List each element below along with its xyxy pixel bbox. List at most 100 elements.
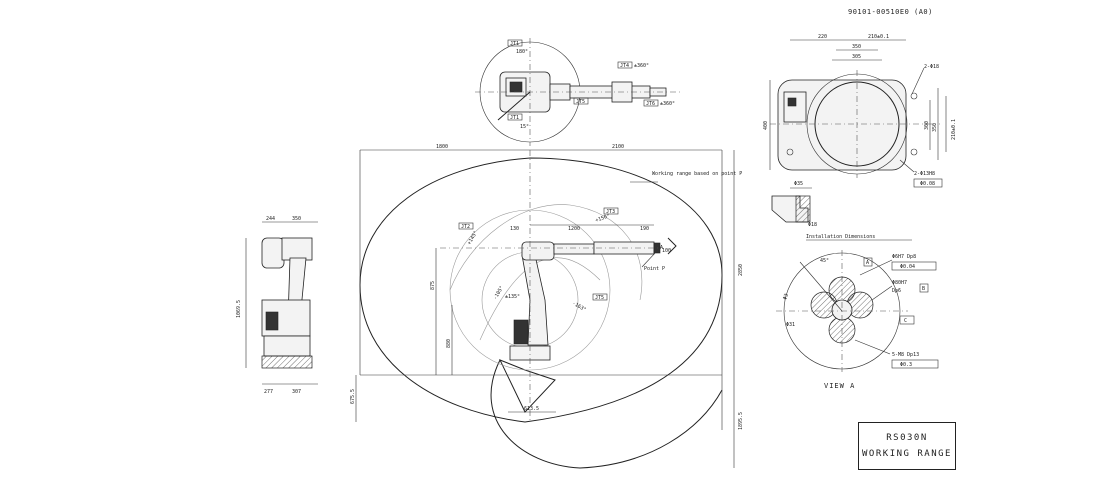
view-a-datum-c: C [904,318,907,324]
install-hole-dia: Φ35 [794,181,803,187]
robot-motor [513,319,529,345]
base-holes-bottom-leader [899,159,915,173]
robot-elbow [521,241,555,261]
wr-dim-base: 613.5 [524,406,539,412]
wr-jt2-angle: +145° [467,230,480,246]
wr-point-leader [641,251,657,268]
wr-note: Working range based on point P [652,171,742,177]
side-dim-bottom-left: 277 [264,389,273,395]
install-hole-depth: Φ18 [808,222,817,228]
jt6-label: JT6 [646,101,655,107]
view-a-c3-tol-box [891,359,939,369]
view-a-angle: 45° [820,258,829,264]
base-holes-bottom: 2-Φ13H8 [914,171,935,177]
side-view-motor [261,237,285,269]
side-view-footing [261,355,313,369]
base-hole-2 [910,148,918,156]
wr-dim-left: 1800 [436,144,448,150]
wr-dim-130: 130 [510,226,519,232]
view-a-c1-tol: Φ0.04 [900,264,915,270]
view-a-pcd: Φ31 [786,322,795,328]
view-a-c2-sub: Dp6 [892,288,901,294]
side-dim-bottom-right: 307 [292,389,301,395]
side-view-motor2 [265,311,279,331]
view-a-angle-line [799,261,843,312]
base-hole-1 [910,92,918,100]
jt1-small-label: JT1 [510,115,519,121]
wr-dim-bottom-left: 675.5 [350,389,356,404]
top-view: JT1 180° JT1 15° JT4 ±360° JT5 JT6 ±360° [475,38,680,146]
range-inner-arc [449,204,643,301]
installation-title: Installation Dimensions [806,234,875,240]
wr-dim-190: 190 [640,226,649,232]
base-connector-plug [787,97,797,107]
view-a-c2: Φ80H7 [892,280,907,286]
base-view: 220 210±0.1 350 305 400 300 350 210±0.1 … [763,34,957,188]
wr-jt5-label: JT5 [595,295,604,301]
wr-a-marker: A [660,245,663,251]
range-lower-sweep [490,359,723,469]
wr-jt2-box [458,222,474,230]
jt5-top-box [573,97,589,105]
view-a-c3: 5-M8 Dp13 [892,352,919,358]
wr-dim-100: 100 [662,248,671,254]
range-outer-envelope [359,157,723,423]
top-view-motor-cap [509,81,523,93]
jt4-label: JT4 [620,63,629,69]
wr-jt3-angle: +150° [595,213,611,224]
jt6-box [643,99,659,107]
wr-dim-1200: 1200 [568,226,580,232]
base-plate [777,79,907,171]
base-dim-350v: 350 [932,123,938,132]
wr-jt2-label: JT2 [461,224,470,230]
wr-jt5-box [592,293,608,301]
jt1-small-box [507,113,523,121]
jt4-angle: ±360° [634,63,649,69]
base-dim-210v: 210±0.1 [951,119,957,140]
wr-dim-right: 2100 [612,144,624,150]
wr-view-a-arrow [667,237,677,255]
base-dim-350: 350 [852,44,861,50]
jt4-box [617,61,633,69]
view-a-c1-tol-box [891,261,937,271]
side-dim-top-left: 244 [266,216,275,222]
side-view-base [263,335,311,357]
base-holes-top-leader [911,67,925,95]
title-block: RS030N WORKING RANGE [858,422,956,470]
view-a-c3-leader [854,339,891,355]
view-a-c2-leader [871,285,893,301]
jt1-label: JT1 [510,41,519,47]
view-a-r: Φ3 [782,293,790,301]
base-dim-305: 305 [852,54,861,60]
wr-dim-height-right: 2850 [738,264,744,276]
jt1-box [507,39,523,47]
range-inner-arc-2 [479,257,601,341]
side-dim-top-right: 350 [292,216,301,222]
view-a-datum-a-box [863,257,873,267]
wr-jt3-box [603,207,619,215]
base-dim-400: 400 [763,121,769,130]
side-dim-height: 1069.5 [236,300,242,318]
side-view: 244 350 1069.5 277 307 [236,216,318,395]
view-a-title: VIEW A [824,382,855,390]
wr-dim-880: 880 [446,339,452,348]
jt1-angle: 180° [516,49,528,55]
base-tol: Φ0.08 [920,181,935,187]
base-hole-3 [786,148,794,156]
drawing-title: WORKING RANGE [862,449,952,459]
drawing-number: 90101-00510E0 (A0) [848,8,933,16]
side-view-head [281,237,313,261]
wr-jt3-neg: -163° [571,301,587,314]
wr-jt2-neg: -105° [493,285,506,301]
base-dim-210: 210±0.1 [868,34,889,40]
jt5-top-label: JT5 [576,99,585,105]
jt6-angle: ±360° [660,101,675,107]
wr-dim-875: 875 [430,281,436,290]
robot-upper-arm [553,243,595,255]
view-a-datum-b: B [922,286,925,292]
base-dim-300: 300 [924,121,930,130]
jt1-sub-angle: 15° [520,124,529,130]
base-dim-220: 220 [818,34,827,40]
wr-jt3-label: JT3 [606,209,615,215]
